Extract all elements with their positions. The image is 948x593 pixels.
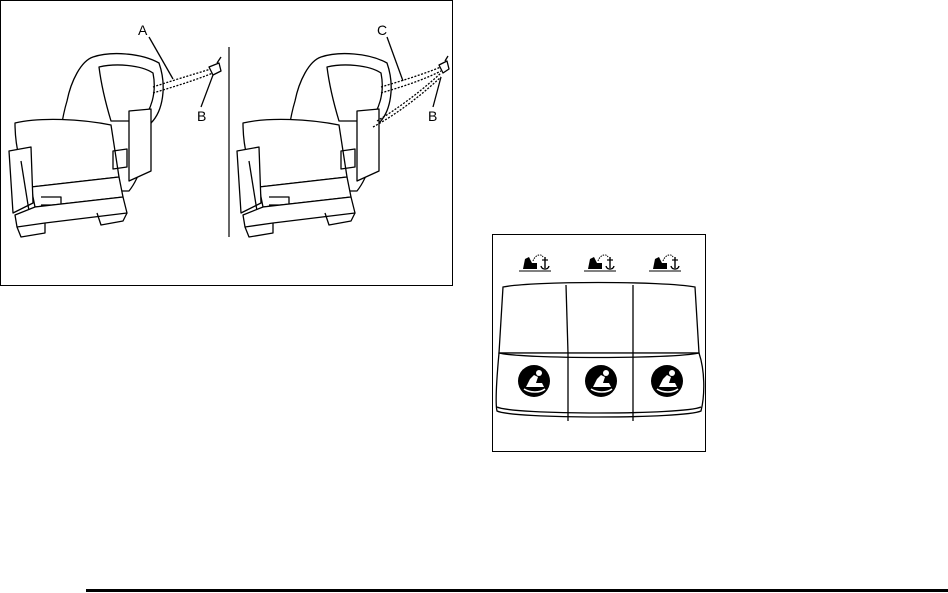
tether-anchor-icon (519, 255, 551, 271)
callout-b-left: B (197, 109, 206, 123)
callout-c: C (377, 23, 387, 37)
tether-anchor-icon (649, 255, 681, 271)
callout-b-right: B (428, 109, 437, 123)
latch-child-seat-icon (518, 365, 550, 397)
tether-anchor-icon (584, 255, 616, 271)
child-seat-right (237, 37, 449, 237)
page-footer-rule (86, 589, 948, 592)
child-seat-left (9, 37, 221, 237)
seat-anchor-diagram (492, 234, 706, 452)
tether-illustration-drawing (1, 1, 454, 287)
latch-child-seat-icon (651, 365, 683, 397)
tether-illustration: A B C B (0, 0, 453, 286)
latch-child-seat-icon (585, 365, 617, 397)
callout-a: A (138, 23, 147, 37)
rear-seat-drawing (493, 235, 707, 453)
